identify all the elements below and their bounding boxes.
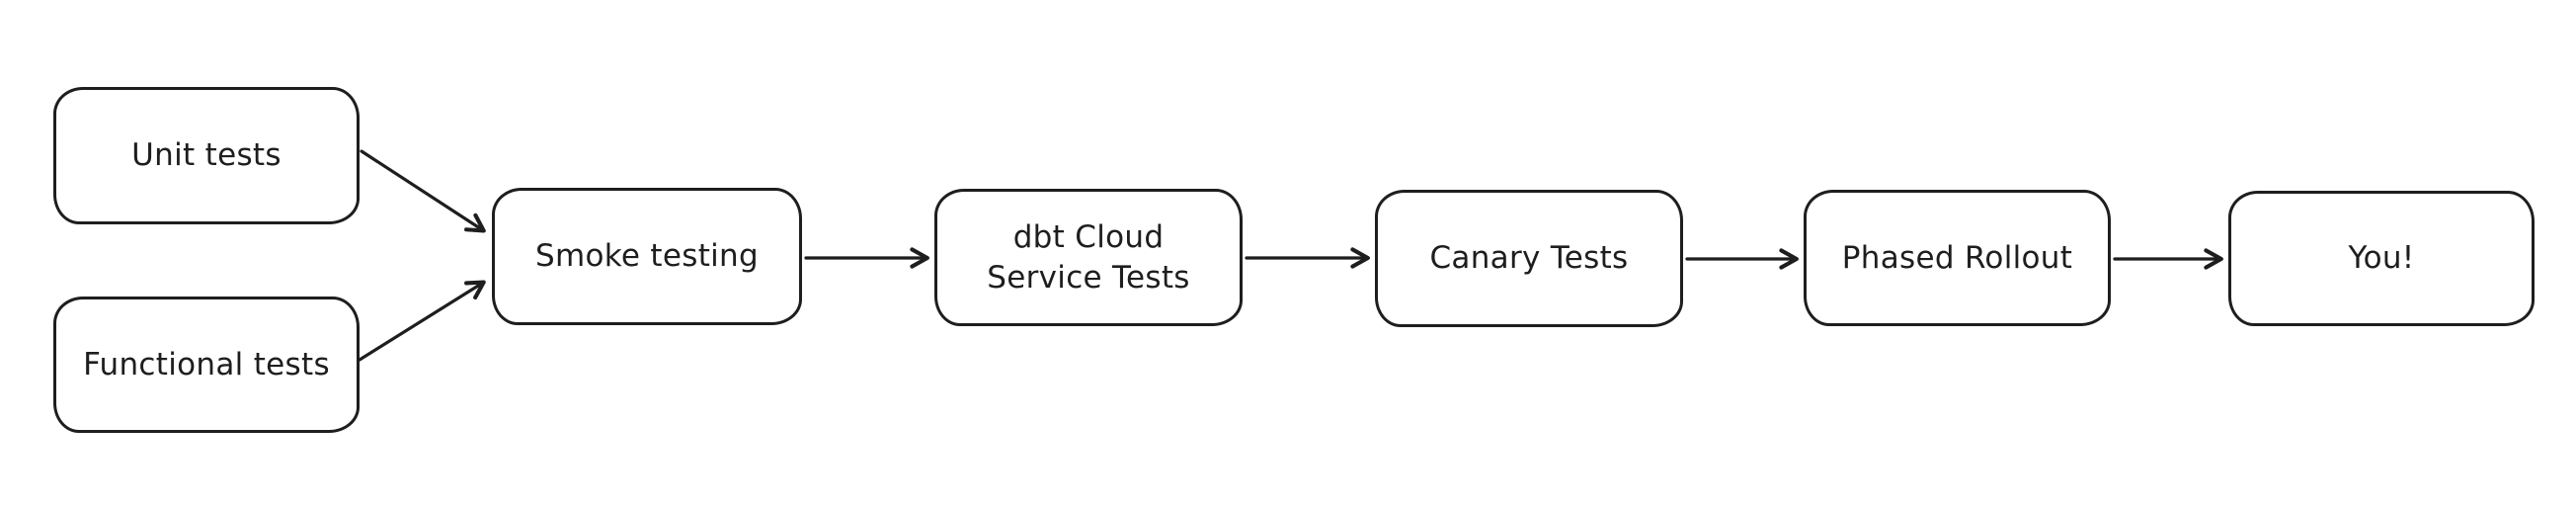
node-canary-tests: Canary Tests <box>1375 190 1683 327</box>
node-functional-tests-label: Functional tests <box>83 346 330 382</box>
node-you: You! <box>2228 191 2535 326</box>
node-you-label: You! <box>2348 240 2415 277</box>
edge-functional-tests-to-smoke-testing <box>358 280 486 362</box>
node-canary-tests-label: Canary Tests <box>1429 240 1629 277</box>
node-phased-rollout-label: Phased Rollout <box>1841 239 2073 276</box>
node-unit-tests-label: Unit tests <box>131 137 282 174</box>
node-smoke-testing: Smoke testing <box>492 188 802 325</box>
node-dbt-cloud-service-tests: dbt Cloud Service Tests <box>934 189 1243 326</box>
node-functional-tests: Functional tests <box>53 297 360 433</box>
edge-unit-tests-to-smoke-testing <box>360 149 486 233</box>
node-smoke-testing-label: Smoke testing <box>535 238 759 275</box>
node-dbt-cloud-service-tests-label: dbt Cloud Service Tests <box>987 219 1190 296</box>
node-unit-tests: Unit tests <box>53 87 360 224</box>
node-phased-rollout: Phased Rollout <box>1804 190 2111 326</box>
